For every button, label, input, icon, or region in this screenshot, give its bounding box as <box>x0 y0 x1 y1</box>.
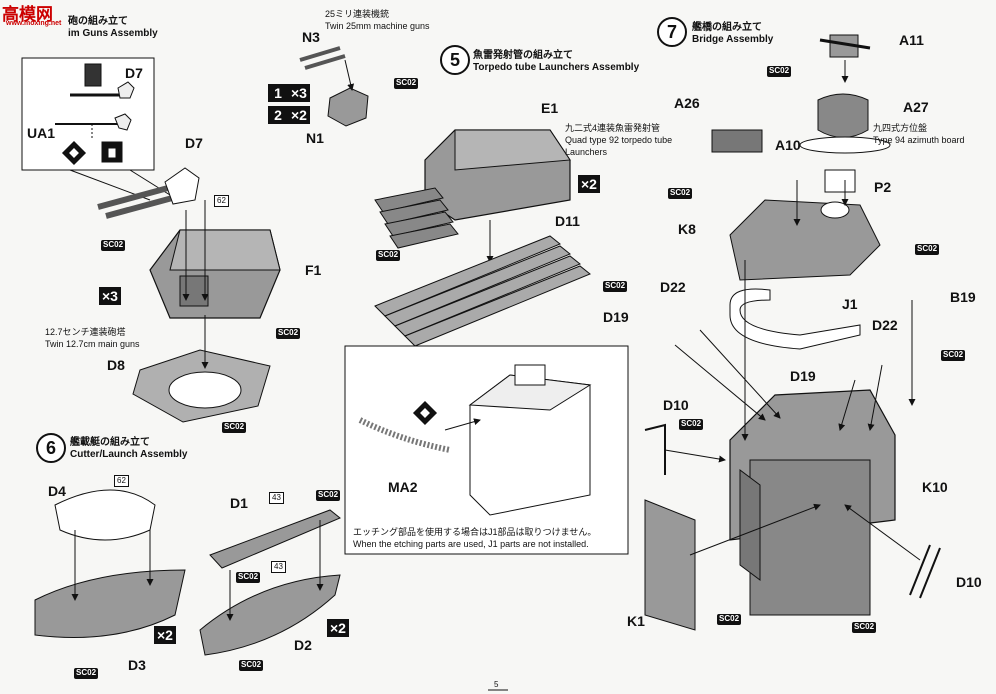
step5-title-jp: 魚雷発射管の組み立て <box>473 50 573 61</box>
label-d19: D19 <box>603 309 629 325</box>
torpedo-caption-en-2: Launchers <box>565 147 608 157</box>
watermark-site: www.moxing.net <box>6 20 62 27</box>
label-d11: D11 <box>555 213 580 229</box>
twin-gun-caption-en: Twin 12.7cm main guns <box>45 339 140 349</box>
color-tag-43: 43 <box>269 492 284 504</box>
label-k1: K1 <box>627 613 645 629</box>
watermark-logo: 高模网 <box>2 5 53 24</box>
label-a11: A11 <box>899 32 924 48</box>
label-n3: N3 <box>302 29 320 45</box>
label-d10: D10 <box>663 397 689 413</box>
torpedo-caption-jp: 九二式4連装魚雷発射管 <box>565 123 661 133</box>
step6-title-jp: 艦載艇の組み立て <box>70 437 150 448</box>
label-p2: P2 <box>874 179 892 195</box>
color-tag-43: 43 <box>271 561 286 573</box>
page-number: 5 <box>494 680 499 689</box>
sc-tag: SC02 <box>679 419 704 430</box>
step-number-6: 6 <box>36 433 66 463</box>
azimuth-caption-jp: 九四式方位盤 <box>873 123 928 133</box>
etching-note-jp: エッチング部品を使用する場合はJ1部品は取りつけません。 <box>353 527 597 537</box>
multiplier-badge: ×2 <box>578 175 600 193</box>
sc-tag: SC02 <box>101 240 126 251</box>
label-d3: D3 <box>128 657 146 673</box>
label-ma2: MA2 <box>388 479 418 495</box>
label-d10: D10 <box>956 574 982 590</box>
label-k10: K10 <box>922 479 948 495</box>
torpedo-caption-en-1: Quad type 92 torpedo tube <box>565 135 673 145</box>
color-tag-62: 62 <box>214 195 229 207</box>
step-number-5: 5 <box>440 45 470 75</box>
qty-number-badge: 2 <box>268 106 288 124</box>
sc-tag: SC02 <box>222 422 247 433</box>
label-d8: D8 <box>107 357 125 373</box>
sc-tag: SC02 <box>376 250 401 261</box>
qty-number-badge: 1 <box>268 84 288 102</box>
sc-tag: SC02 <box>316 490 341 501</box>
label-d22: D22 <box>660 279 686 295</box>
label-b19: B19 <box>950 289 976 305</box>
twin-gun-caption-jp: 12.7センチ連装砲塔 <box>45 327 126 337</box>
label-d2: D2 <box>294 637 312 653</box>
multiplier-badge: ×3 <box>99 287 121 305</box>
label-d22: D22 <box>872 317 898 333</box>
multiplier-badge: ×2 <box>327 619 349 637</box>
etching-note-en: When the etching parts are used, J1 part… <box>353 539 589 549</box>
twin-guns-title-jp: 砲の組み立て <box>68 16 128 27</box>
sc-tag: SC02 <box>603 281 628 292</box>
label-d7-inset: D7 <box>125 65 143 81</box>
multiplier-badge: ×2 <box>154 626 176 644</box>
sc-tag: SC02 <box>239 660 264 671</box>
multiplier-badge: ×3 <box>288 84 310 102</box>
sc-tag: SC02 <box>767 66 792 77</box>
label-d1: D1 <box>230 495 248 511</box>
step6-title-en: Cutter/Launch Assembly <box>70 449 188 460</box>
sc-tag: SC02 <box>915 244 940 255</box>
label-f1: F1 <box>305 262 322 278</box>
sc-tag: SC02 <box>941 350 966 361</box>
step7-title-en: Bridge Assembly <box>692 34 774 45</box>
twin-guns-title-en: im Guns Assembly <box>68 28 158 39</box>
step7-title-jp: 艦橋の組み立て <box>692 22 762 33</box>
color-tag-62: 62 <box>114 475 129 487</box>
sc-tag: SC02 <box>394 78 419 89</box>
label-ua1: UA1 <box>27 125 56 141</box>
mg-caption-en: Twin 25mm machine guns <box>325 21 430 31</box>
sc-tag: SC02 <box>852 622 877 633</box>
sc-tag: SC02 <box>276 328 301 339</box>
mg-caption-jp: 25ミリ連装機銃 <box>325 9 390 19</box>
step5-title-en: Torpedo tube Launchers Assembly <box>473 62 640 73</box>
azimuth-caption-en: Type 94 azimuth board <box>873 135 965 145</box>
step-number-7: 7 <box>657 17 687 47</box>
sc-tag: SC02 <box>717 614 742 625</box>
label-a27: A27 <box>903 99 929 115</box>
sc-tag: SC02 <box>74 668 99 679</box>
label-d4: D4 <box>48 483 66 499</box>
label-a10: A10 <box>775 137 801 153</box>
label-d19: D19 <box>790 368 816 384</box>
label-e1: E1 <box>541 100 559 116</box>
sc-tag: SC02 <box>668 188 693 199</box>
sc-tag: SC02 <box>236 572 261 583</box>
label-d7: D7 <box>185 135 203 151</box>
label-n1: N1 <box>306 130 324 146</box>
label-k8: K8 <box>678 221 696 237</box>
label-j1: J1 <box>842 296 858 312</box>
multiplier-badge: ×2 <box>288 106 310 124</box>
label-a26: A26 <box>674 95 700 111</box>
